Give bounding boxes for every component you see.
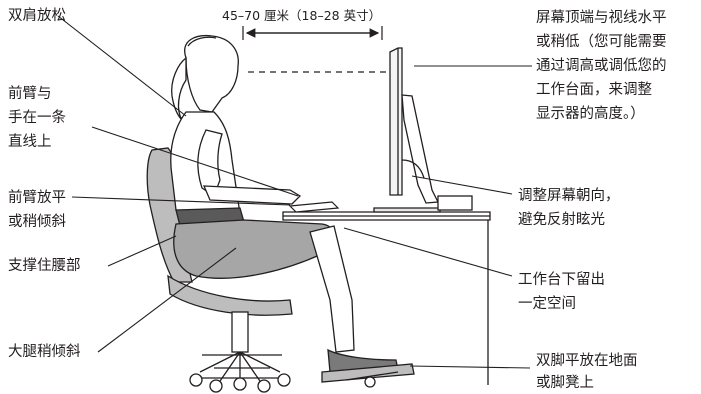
label-forearm-hand-line: 前臂与 手在一条 直线上 xyxy=(8,86,66,150)
distance-label: 45–70 厘米（18–28 英寸） xyxy=(222,8,382,23)
label-screen-glare: 调整屏幕朝向， 避免反射眩光 xyxy=(518,188,620,228)
label-lower-back: 支撑住腰部 xyxy=(8,258,81,274)
person xyxy=(170,34,415,388)
label-clearance: 工作台下留出 一定空间 xyxy=(518,272,605,312)
distance-indicator xyxy=(242,26,383,40)
leader-lines xyxy=(57,15,532,369)
label-forearm-level: 前臂放平 或稍倾斜 xyxy=(8,190,66,230)
label-thighs: 大腿稍倾斜 xyxy=(8,344,81,360)
monitor xyxy=(373,47,473,213)
label-screen-top: 屏幕顶端与视线水平 或稍低（您可能需要 通过调高或调低您的 工作台面，来调整 显… xyxy=(536,10,667,122)
label-relax-shoulders: 双肩放松 xyxy=(8,8,66,24)
keyboard xyxy=(288,201,340,213)
label-feet: 双脚平放在地面 或脚凳上 xyxy=(536,353,638,391)
